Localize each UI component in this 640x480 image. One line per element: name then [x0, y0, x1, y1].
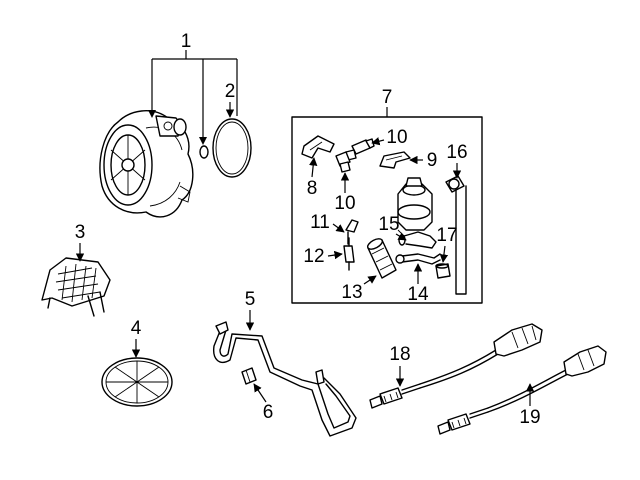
pump-gasket [212, 118, 252, 178]
hose-clip [241, 367, 257, 385]
check-valve [343, 237, 355, 271]
callout-13: 13 [341, 282, 362, 303]
hose-with-fitting [395, 253, 441, 265]
filter-element [366, 238, 397, 279]
callout-16: 16 [446, 142, 467, 163]
vacuum-reservoir [397, 177, 433, 231]
callout-1: 1 [181, 31, 192, 52]
check-valve-upper [345, 138, 375, 161]
check-valve-lower [335, 151, 351, 173]
callout-11: 11 [310, 212, 330, 233]
hose-connector [345, 219, 359, 245]
callout-17: 17 [436, 225, 457, 246]
callout-4: 4 [131, 318, 142, 339]
callout-19: 19 [519, 407, 540, 428]
callout-5: 5 [245, 289, 256, 310]
bracket [301, 135, 335, 159]
callout-7: 7 [382, 87, 393, 108]
oxygen-sensor-upstream [369, 323, 543, 409]
callout-1-leader [148, 50, 238, 145]
callout-12: 12 [303, 246, 324, 267]
cap [435, 263, 451, 279]
callout-9: 9 [427, 150, 438, 171]
callout-8: 8 [307, 178, 318, 199]
callout-6: 6 [263, 402, 274, 423]
vacuum-hose [213, 321, 357, 437]
o-ring-small [199, 145, 209, 159]
callout-3: 3 [75, 222, 86, 243]
retaining-clip [379, 151, 411, 169]
callout-15: 15 [378, 214, 399, 235]
callout-14: 14 [407, 284, 429, 305]
callout-2: 2 [225, 81, 236, 102]
callout-10-lower: 10 [334, 193, 355, 214]
callout-18: 18 [389, 344, 410, 365]
control-module [41, 257, 111, 317]
vacuum-pump [99, 110, 194, 218]
callout-10-upper: 10 [386, 127, 407, 148]
cover-disc [101, 357, 173, 407]
